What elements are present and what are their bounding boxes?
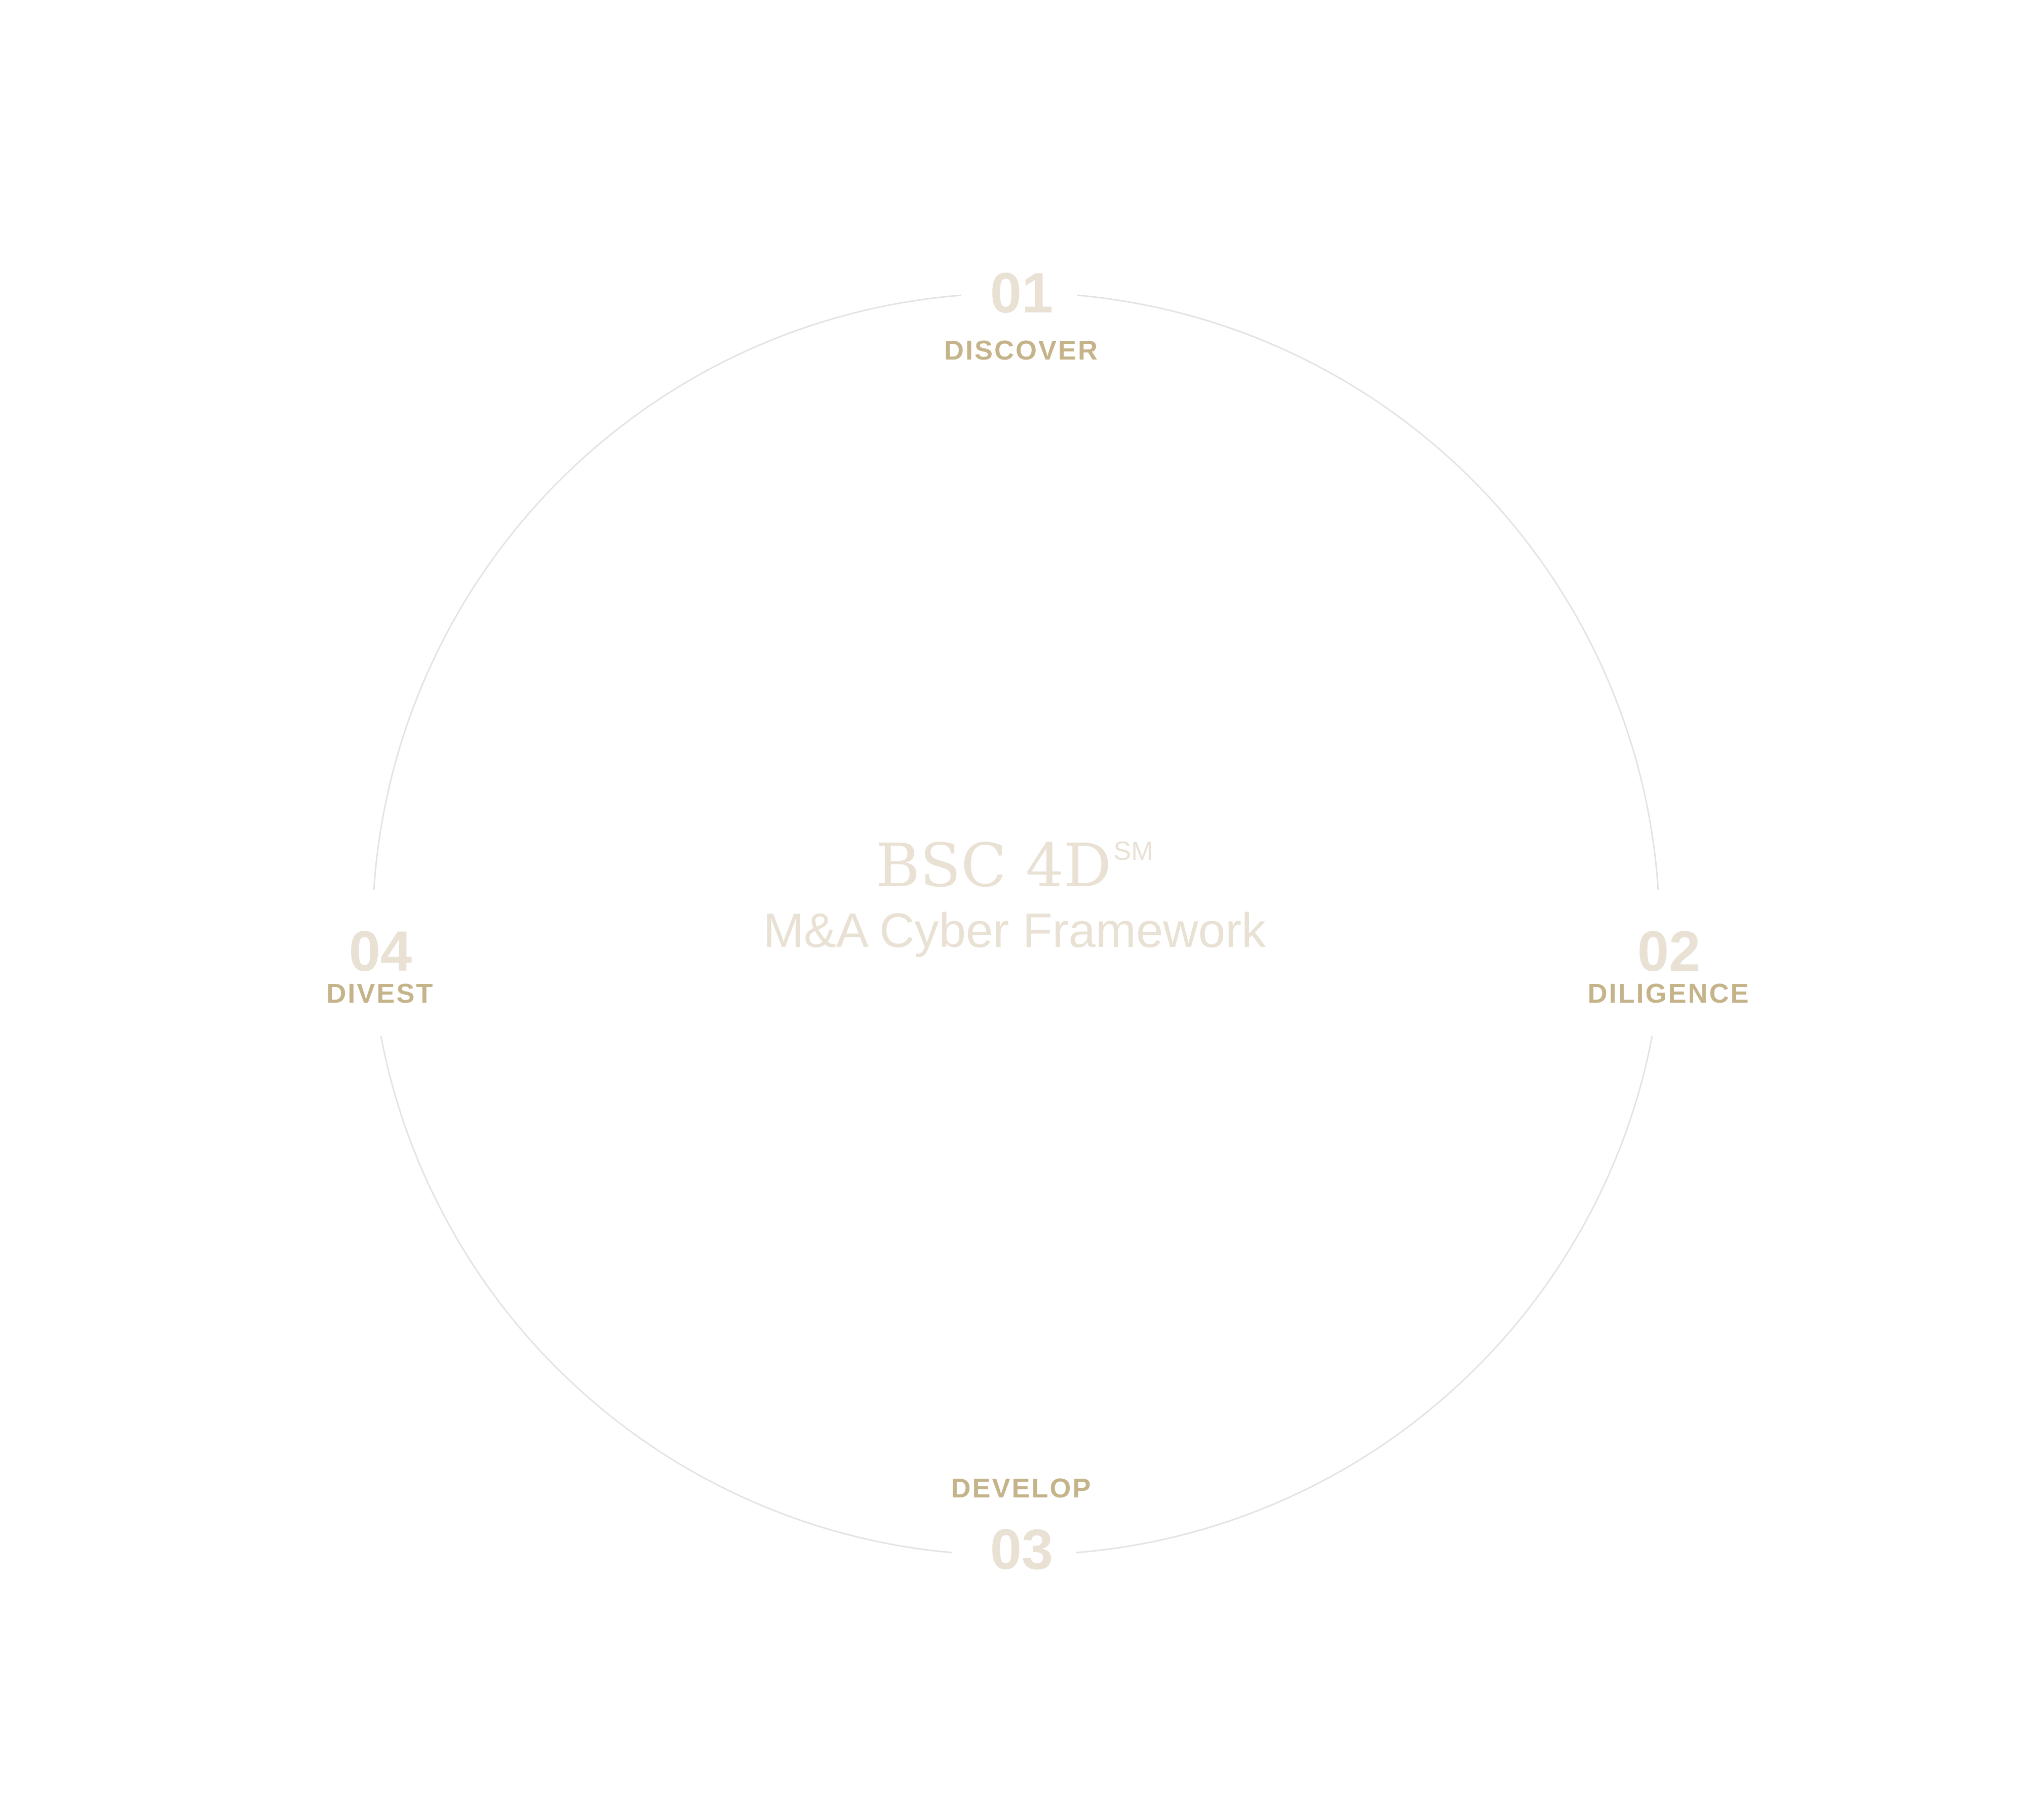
ring-arc-top-right xyxy=(1077,294,1659,891)
step-number: 03 xyxy=(990,1518,1053,1581)
ring-arc-bottom-right xyxy=(1076,1036,1653,1554)
step-diligence: 02 DILIGENCE xyxy=(1517,920,1821,1009)
step-develop: DEVELOP 03 xyxy=(870,1475,1174,1578)
center-block: BSC 4DSM M&A Cyber Framework xyxy=(660,836,1369,955)
step-divest: 04 DIVEST xyxy=(228,920,532,1009)
step-label: DIVEST xyxy=(326,978,435,1009)
step-label: DISCOVER xyxy=(944,335,1100,366)
service-mark: SM xyxy=(1113,837,1153,866)
step-label: DILIGENCE xyxy=(1587,978,1750,1009)
ring-arc-top-left xyxy=(373,294,962,891)
step-number: 02 xyxy=(1637,920,1701,983)
step-number: 01 xyxy=(990,261,1053,325)
framework-title: BSC 4DSM xyxy=(660,836,1369,895)
framework-subtitle: M&A Cyber Framework xyxy=(763,903,1266,958)
step-label: DEVELOP xyxy=(951,1473,1092,1504)
step-discover: 01 DISCOVER xyxy=(870,261,1174,366)
framework-title-text: BSC 4D xyxy=(876,830,1112,900)
ring-arc-bottom-left xyxy=(380,1036,953,1554)
step-number: 04 xyxy=(348,920,412,983)
